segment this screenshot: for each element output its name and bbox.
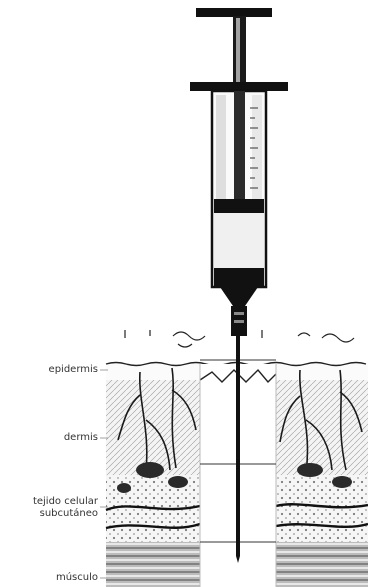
plunger-stopper — [214, 199, 264, 213]
finger-flange — [190, 82, 288, 91]
label-subcutaneous-line1: tejido celular — [0, 496, 98, 507]
label-subcutaneous-line2: subcutáneo — [0, 508, 98, 519]
label-muscle: músculo — [0, 572, 98, 583]
label-epidermis: epidermis — [0, 364, 98, 375]
skin-cross-section — [106, 336, 368, 587]
syringe-barrel — [212, 91, 266, 287]
syringe — [190, 8, 288, 336]
plunger-thumb-press — [196, 8, 272, 17]
label-dermis: dermis — [0, 432, 98, 443]
syringe-tip — [220, 287, 258, 306]
needle-shaft — [236, 336, 240, 556]
